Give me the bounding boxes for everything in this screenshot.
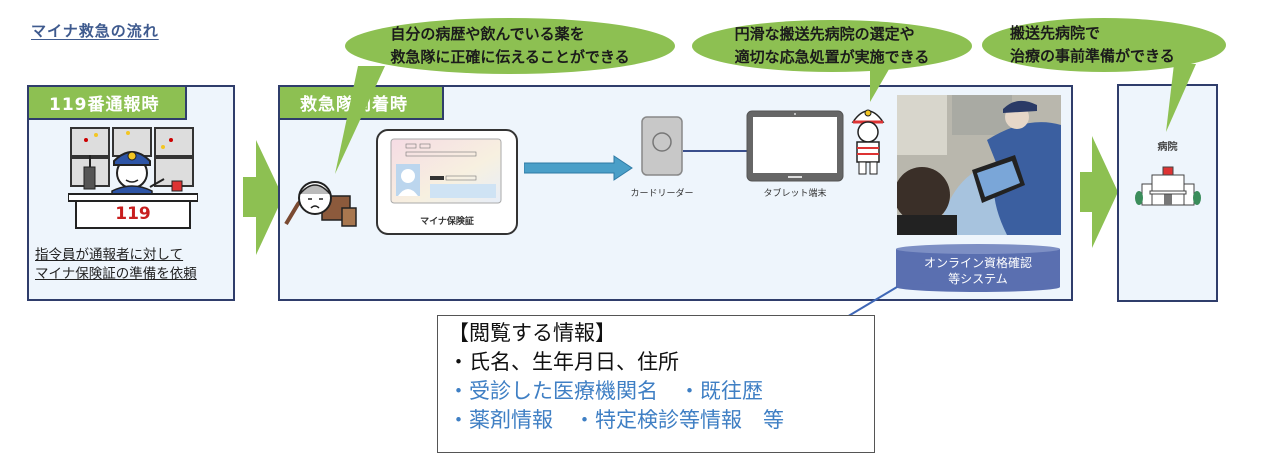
bubble-tail-1 [335,66,385,174]
ambulance-photo [897,95,1061,235]
page-title: マイナ救急の流れ [31,22,159,40]
flow-arrow-2 [1080,136,1118,248]
online-eligibility-system-db [896,244,1060,292]
dispatcher-caption-line-2: マイナ保険証の準備を依頼 [35,266,197,282]
info-line-medical-history: ・受診した医療機関名 ・既往歴 [448,379,763,403]
database-label-line-1: オンライン資格確認 [923,256,1032,270]
bubble-line: 自分の病歴や飲んでいる薬を [390,25,585,43]
bubble-tail-3 [1166,64,1196,132]
reader-tablet-connector [683,150,747,152]
bubble-line: 円滑な搬送先病院の選定や [734,25,915,43]
card-reader-label: カードリーダー [630,189,694,199]
benefit-bubble-hospital: 搬送先病院で 治療の事前準備ができる [982,18,1226,72]
stage-119-call-label: 119番通報時 [27,85,187,120]
viewable-info-box: 【閲覧する情報】 ・氏名、生年月日、住所 ・受診した医療機関名 ・既往歴 ・薬剤… [437,315,875,453]
benefit-bubble-paramedic: 円滑な搬送先病院の選定や 適切な応急処置が実施できる [692,20,972,72]
info-line-personal: ・氏名、生年月日、住所 [448,350,679,374]
hospital-label: 病院 [1157,142,1178,153]
dispatcher-illustration [68,127,198,229]
bubble-tail-2 [870,64,892,102]
bubble-line: 救急隊に正確に伝えることができる [390,48,630,66]
call-sign-119: 119 [115,204,151,224]
tablet-icon [746,110,844,182]
my-number-card-label: マイナ保険証 [420,217,474,227]
my-number-card-icon [390,138,502,204]
flow-arrow-1 [243,140,283,255]
info-heading: 【閲覧する情報】 [448,321,616,345]
paramedic-illustration [851,109,885,175]
card-reader-icon [641,116,683,176]
card-to-reader-arrow [524,155,633,181]
bubble-line: 治療の事前準備ができる [1010,47,1175,65]
bubble-line: 搬送先病院で [1010,24,1101,42]
elderly-patient-illustration [284,181,357,227]
dispatcher-caption-line-1: 指令員が通報者に対して [35,247,184,263]
bubble-line: 適切な応急処置が実施できる [734,48,930,66]
info-line-medication: ・薬剤情報 ・特定検診等情報 等 [448,408,784,432]
tablet-label: タブレット端末 [763,189,827,199]
hospital-icon [1135,166,1201,206]
benefit-bubble-patient: 自分の病歴や飲んでいる薬を 救急隊に正確に伝えることができる [345,18,675,74]
database-label: オンライン資格確認 等システム [895,255,1061,287]
database-label-line-2: 等システム [948,272,1008,286]
